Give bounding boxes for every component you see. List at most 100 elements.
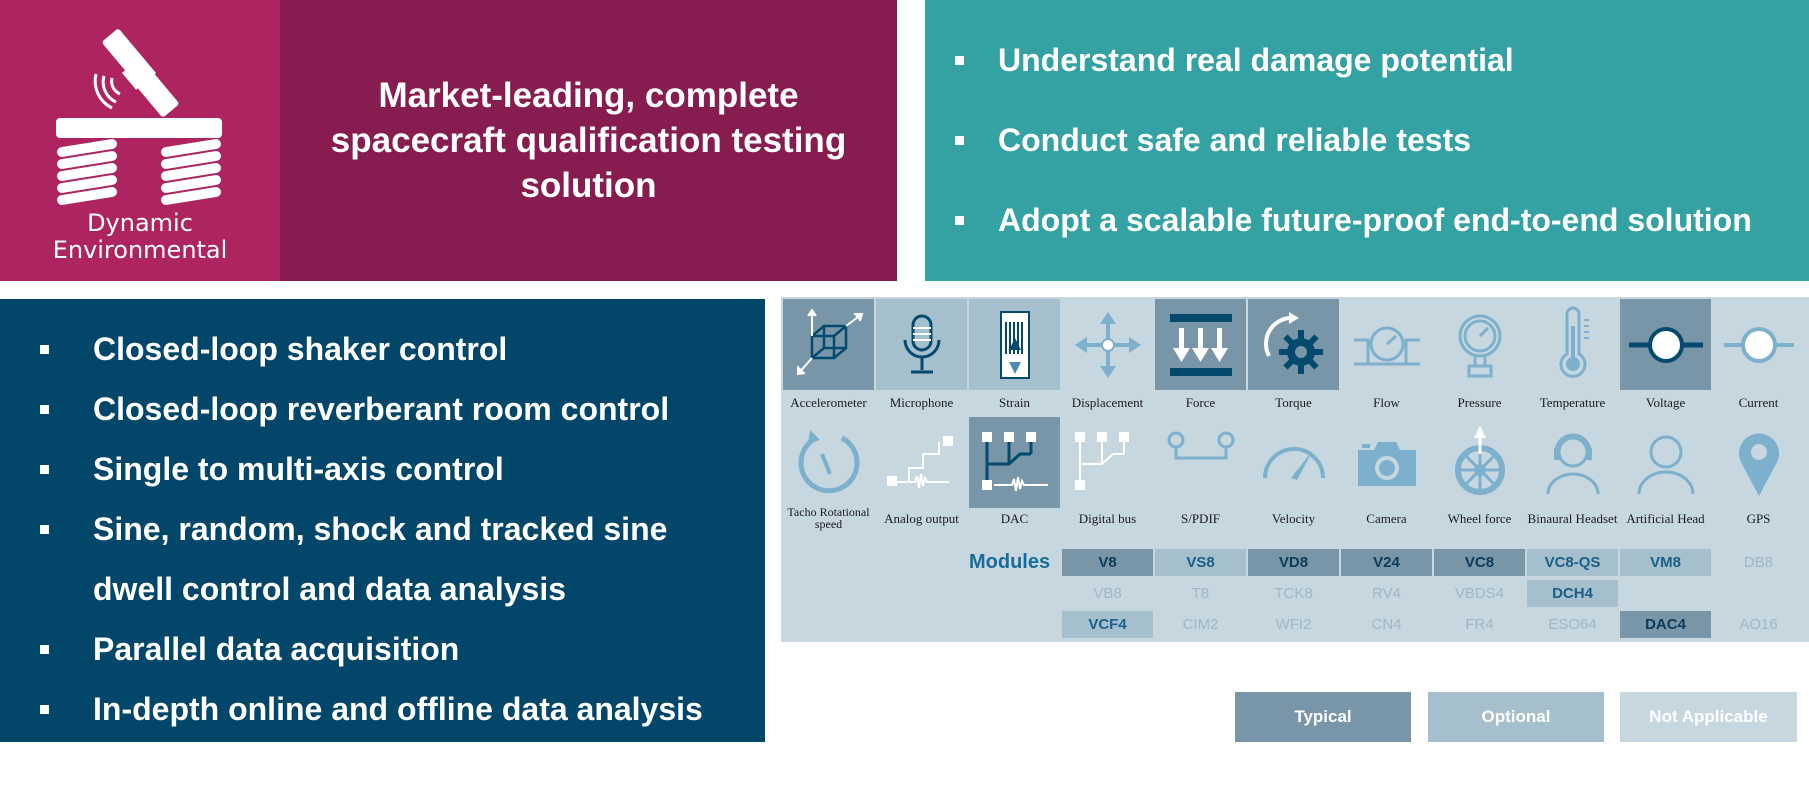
spdif-icon (1167, 431, 1234, 459)
sensor-label: Artificial Head (1626, 511, 1705, 526)
sensor-cell (1155, 417, 1246, 508)
sensor-cell (1620, 299, 1711, 390)
module-cell: VS8 (1155, 549, 1246, 576)
legend-not-applicable: Not Applicable (1620, 692, 1797, 742)
sensor-cell (1062, 299, 1153, 390)
accelerometer-icon (796, 307, 863, 375)
artificial-head-icon (1637, 435, 1694, 494)
feature-item: Sine, random, shock and tracked sine dwe… (0, 499, 720, 619)
sensor-cell (1527, 417, 1618, 508)
sensor-cell (1248, 417, 1339, 508)
sensor-label: Accelerometer (790, 395, 867, 410)
sensor-label: Digital bus (1078, 511, 1137, 526)
features-list: Closed-loop shaker control Closed-loop r… (0, 319, 765, 739)
feature-item: Closed-loop shaker control (0, 319, 765, 379)
feature-text: Closed-loop reverberant room control (93, 391, 670, 427)
temperature-icon (1559, 306, 1589, 378)
sensor-label: Analog output (884, 511, 959, 526)
sensor-cell (1062, 417, 1153, 508)
module-cell: VM8 (1620, 549, 1711, 576)
benefit-text: Conduct safe and reliable tests (998, 122, 1472, 158)
module-cell: FR4 (1434, 611, 1525, 638)
camera-icon (1357, 441, 1416, 486)
sensor-cell (783, 417, 874, 508)
benefit-text: Understand real damage potential (998, 42, 1514, 78)
sensor-cell (876, 417, 967, 508)
headline: Market-leading, complete spacecraft qual… (330, 76, 847, 205)
wheel-force-icon (1454, 425, 1505, 495)
module-cell (1713, 580, 1804, 607)
feature-text: In-depth online and offline data analysi… (93, 691, 703, 727)
legend-label: Typical (1294, 707, 1352, 726)
module-cell: AO16 (1713, 611, 1804, 638)
sensor-label: Torque (1275, 395, 1312, 410)
gps-icon (1738, 432, 1779, 496)
module-cell: WFI2 (1248, 611, 1339, 638)
sensor-label: Wheel force (1447, 511, 1512, 526)
module-cell: VCF4 (1062, 611, 1153, 638)
sensor-label: Flow (1373, 395, 1400, 410)
sensor-cell (969, 417, 1060, 508)
logo-caption: Dynamic Environmental (0, 210, 280, 264)
sensor-cell (1713, 299, 1804, 390)
sensor-label: Pressure (1457, 395, 1502, 410)
module-cell: ESO64 (1527, 611, 1618, 638)
feature-item: Single to multi-axis control (0, 439, 765, 499)
dac-icon (981, 431, 1048, 491)
binaural-headset-icon (1546, 433, 1599, 494)
logo-line-1: Dynamic (87, 209, 193, 237)
sensor-label: Binaural Headset (1527, 511, 1618, 526)
displacement-icon (1074, 311, 1141, 378)
sensor-label: Velocity (1271, 511, 1316, 526)
logo-line-2: Environmental (52, 236, 228, 264)
logo-panel: Dynamic Environmental (0, 0, 280, 281)
sensor-label: Microphone (889, 395, 954, 410)
feature-text: Single to multi-axis control (93, 451, 504, 487)
benefits-panel: Understand real damage potential Conduct… (925, 0, 1809, 281)
module-cell: CIM2 (1155, 611, 1246, 638)
flow-icon (1353, 326, 1420, 365)
headline-panel: Market-leading, complete spacecraft qual… (280, 0, 897, 281)
feature-text: Parallel data acquisition (93, 631, 460, 667)
microphone-icon (903, 314, 940, 373)
sensor-label: Strain (998, 395, 1031, 410)
sensor-cell (876, 299, 967, 390)
bullet-icon (40, 645, 49, 654)
sensor-cell (969, 299, 1060, 390)
sensor-label: DAC (1000, 511, 1029, 526)
bullet-icon (40, 705, 49, 714)
module-cell: VD8 (1248, 549, 1339, 576)
bullet-icon (955, 216, 964, 225)
feature-item: Closed-loop reverberant room control (0, 379, 765, 439)
legend-optional: Optional (1428, 692, 1604, 742)
bullet-icon (40, 525, 49, 534)
sensor-cell (1341, 299, 1432, 390)
sensor-label: Camera (1366, 511, 1407, 526)
velocity-icon (1262, 446, 1325, 480)
module-cell: DCH4 (1527, 580, 1618, 607)
analog-output-icon (886, 435, 953, 488)
digital-bus-icon (1074, 431, 1129, 490)
bullet-icon (955, 56, 964, 65)
feature-item: In-depth online and offline data analysi… (0, 679, 765, 739)
force-icon (1169, 313, 1232, 376)
benefit-item: Conduct safe and reliable tests (925, 120, 1809, 200)
module-cell: CN4 (1341, 611, 1432, 638)
module-cell: TCK8 (1248, 580, 1339, 607)
sensor-label: Force (1185, 395, 1216, 410)
feature-text: Sine, random, shock and tracked sine dwe… (93, 511, 668, 607)
module-cell: VBDS4 (1434, 580, 1525, 607)
module-cell: V24 (1341, 549, 1432, 576)
sensor-label: GPS (1746, 511, 1771, 526)
sensor-cell (1527, 299, 1618, 390)
torque-icon (1263, 311, 1323, 374)
module-cell: DAC4 (1620, 611, 1711, 638)
bullet-icon (40, 345, 49, 354)
benefit-item: Adopt a scalable future-proof end-to-end… (925, 200, 1809, 280)
bullet-icon (40, 465, 49, 474)
bullet-icon (40, 405, 49, 414)
module-cell: T8 (1155, 580, 1246, 607)
module-cell: VB8 (1062, 580, 1153, 607)
sensor-label: Displacement (1071, 395, 1144, 410)
sensor-label: Current (1738, 395, 1779, 410)
